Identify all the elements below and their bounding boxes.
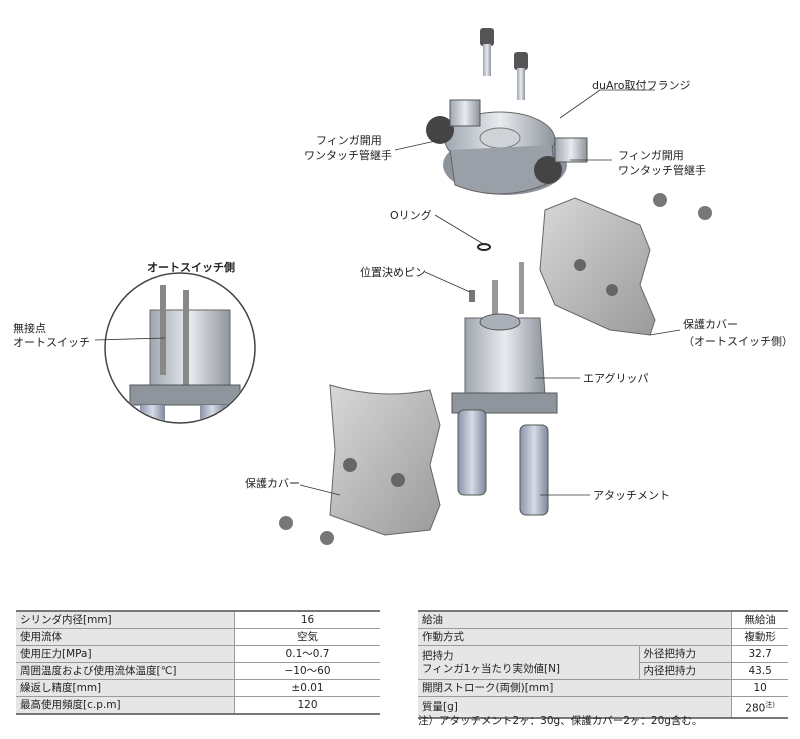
exploded-assembly-diagram — [94, 28, 712, 545]
cover-left-label: 保護カバー — [245, 477, 300, 490]
table-row: 繰返し精度[mm]±0.01 — [16, 679, 380, 697]
oring-icon — [477, 243, 491, 251]
spec-table-right: 給油無給油 作動方式複動形 把持力 フィンガ1ヶ当たり実効値[N] 外径把持力 … — [418, 610, 788, 719]
table-row: 質量[g]280注) — [418, 696, 788, 719]
contactless-label-line1: 無接点 — [13, 322, 46, 335]
table-row: 最高使用頻度[c.p.m]120 — [16, 696, 380, 715]
protective-cover-right-drawing — [539, 197, 656, 336]
air-gripper-drawing — [451, 313, 558, 516]
table-row: 把持力 フィンガ1ヶ当たり実効値[N] 外径把持力 32.7 — [418, 645, 788, 680]
pin-icon — [469, 290, 475, 302]
left-fitting-label-line2: ワンタッチ管継手 — [304, 149, 392, 162]
screw-icon — [698, 206, 712, 220]
protective-cover-left-drawing — [329, 384, 441, 536]
cover-right-label-line2: （オートスイッチ側） — [683, 335, 793, 348]
left-fitting-label-line1: フィンガ開用 — [316, 134, 382, 147]
table-row: 周囲温度および使用流体温度[℃]−10〜60 — [16, 662, 380, 680]
attachment-label: アタッチメント — [593, 489, 670, 502]
air-gripper-label: エアグリッパ — [583, 372, 649, 385]
fitting-right-drawing — [534, 137, 588, 184]
table-row: 使用圧力[MPa]0.1〜0.7 — [16, 645, 380, 663]
contactless-label-line2: オートスイッチ — [13, 336, 90, 349]
footnote: 注）アタッチメント2ヶ：30g、保護カバー2ヶ：20g含む。 — [418, 715, 703, 727]
screw-icon — [320, 531, 334, 545]
right-fitting-label-line2: ワンタッチ管継手 — [618, 164, 706, 177]
bolt-icon — [514, 52, 528, 100]
table-row: 作動方式複動形 — [418, 628, 788, 646]
auto-switch-detail-circle — [104, 272, 256, 424]
table-row: シリンダ内径[mm]16 — [16, 610, 380, 629]
pin-label: 位置決めピン — [360, 266, 426, 279]
pin-icon — [519, 262, 524, 314]
fitting-left-drawing — [426, 99, 481, 144]
cover-right-label-line1: 保護カバー — [683, 318, 738, 331]
table-row: 給油無給油 — [418, 610, 788, 629]
bolt-icon — [480, 28, 494, 76]
spec-table-left: シリンダ内径[mm]16 使用流体空気 使用圧力[MPa]0.1〜0.7 周囲温… — [16, 610, 380, 715]
pin-icon — [492, 280, 498, 314]
right-fitting-label-line1: フィンガ開用 — [618, 149, 684, 162]
screw-icon — [279, 516, 293, 530]
table-row: 開閉ストローク(両側)[mm]10 — [418, 679, 788, 697]
auto-switch-side-label: オートスイッチ側 — [147, 261, 235, 274]
oring-label: Oリング — [390, 209, 432, 222]
table-row: 使用流体空気 — [16, 628, 380, 646]
screw-icon — [653, 193, 667, 207]
flange-label: duAro取付フランジ — [592, 79, 691, 92]
